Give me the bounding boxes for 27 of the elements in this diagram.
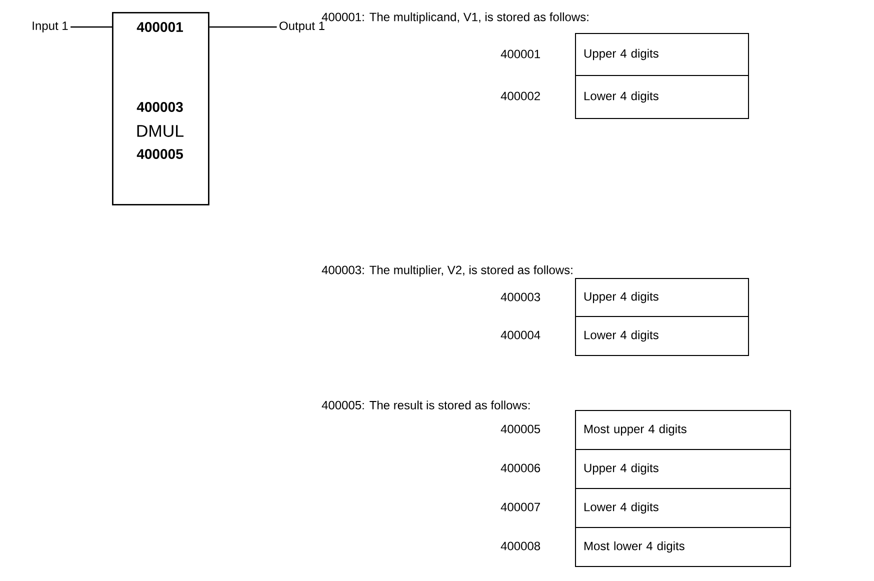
table-cell: Upper 4 digits <box>575 33 750 76</box>
table-cell: Lower 4 digits <box>575 75 750 119</box>
table-cell: Lower 4 digits <box>575 316 750 356</box>
input-label: Input 1 <box>32 22 68 32</box>
register-number: 400001 <box>136 22 183 32</box>
register-number: 400003 <box>136 102 183 112</box>
section-heading: 400003: The multiplier, V2, is stored as follows: <box>322 265 572 277</box>
connector-line <box>70 26 112 28</box>
register-address: 400006 <box>500 464 540 472</box>
table-cell: Upper 4 digits <box>575 278 750 317</box>
register-number: 400005 <box>136 149 183 159</box>
table-cell: Most upper 4 digits <box>575 410 792 450</box>
register-address: 400005 <box>500 424 540 434</box>
section-heading: 400001: The multiplicand, V1, is stored as follows: <box>322 12 588 24</box>
table-cell: Upper 4 digits <box>575 449 792 489</box>
table-cell: Most lower 4 digits <box>575 527 792 567</box>
connector-line <box>209 26 277 28</box>
section-heading: 400005: The result is stored as follows: <box>322 400 530 410</box>
table-cell: Lower 4 digits <box>575 488 792 528</box>
register-address: 400001 <box>500 50 540 58</box>
register-address: 400002 <box>500 92 540 100</box>
output-label: Output 1 <box>280 22 324 32</box>
register-address: 400004 <box>500 330 540 340</box>
register-address: 400003 <box>500 292 540 302</box>
instruction-name: DMUL <box>137 125 184 137</box>
register-address: 400008 <box>500 542 540 550</box>
register-address: 400007 <box>500 502 540 512</box>
